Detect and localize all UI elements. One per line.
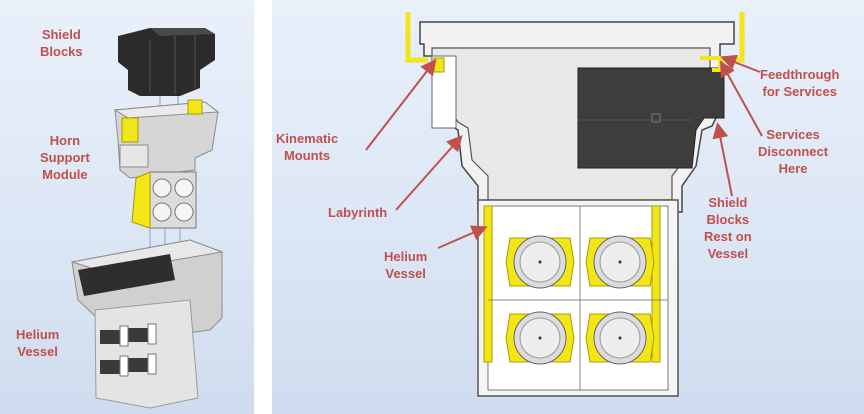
- helium-vessel: [71, 239, 224, 409]
- yellow-rail-right: [651, 205, 661, 363]
- label-horn-support-module: Horn Support Module: [40, 133, 90, 182]
- label-labyrinth: Labyrinth: [328, 205, 388, 220]
- label-shield-blocks: Shield Blocks: [40, 27, 83, 59]
- label-services-disconnect: Services Disconnect Here: [758, 127, 829, 176]
- arrow-labyrinth: [395, 135, 463, 211]
- yellow-rail-left: [483, 205, 493, 363]
- horn-support-module: [113, 99, 220, 229]
- cross-section-drawing: [365, 12, 763, 397]
- label-shield-blocks-rest: Shield Blocks Rest on Vessel: [704, 195, 752, 261]
- cross-section-panel: Kinematic Mounts Labyrinth Helium Vessel…: [272, 0, 864, 414]
- label-helium-vessel-left: Helium Vessel: [16, 327, 60, 359]
- arrow-shield-blocks-rest: [712, 122, 733, 197]
- feedthrough-fitting: [700, 56, 722, 72]
- label-feedthrough: Feedthrough for Services: [760, 67, 840, 99]
- exploded-view-drawing: [71, 28, 224, 409]
- label-kinematic-mounts: Kinematic Mounts: [276, 131, 339, 163]
- exploded-view-panel: Shield Blocks Horn Support Module Helium…: [0, 0, 254, 414]
- arrow-kinematic-mounts: [365, 58, 437, 151]
- label-helium-vessel-right: Helium Vessel: [384, 249, 428, 281]
- annotation-arrows: [365, 54, 763, 249]
- arrow-helium-vessel: [437, 225, 488, 249]
- arrow-feedthrough: [720, 54, 761, 73]
- arrow-services-disconnect: [720, 60, 763, 137]
- horn-array: [505, 235, 655, 365]
- shield-blocks-stack: [118, 28, 215, 96]
- shield-block-dark: [577, 67, 725, 169]
